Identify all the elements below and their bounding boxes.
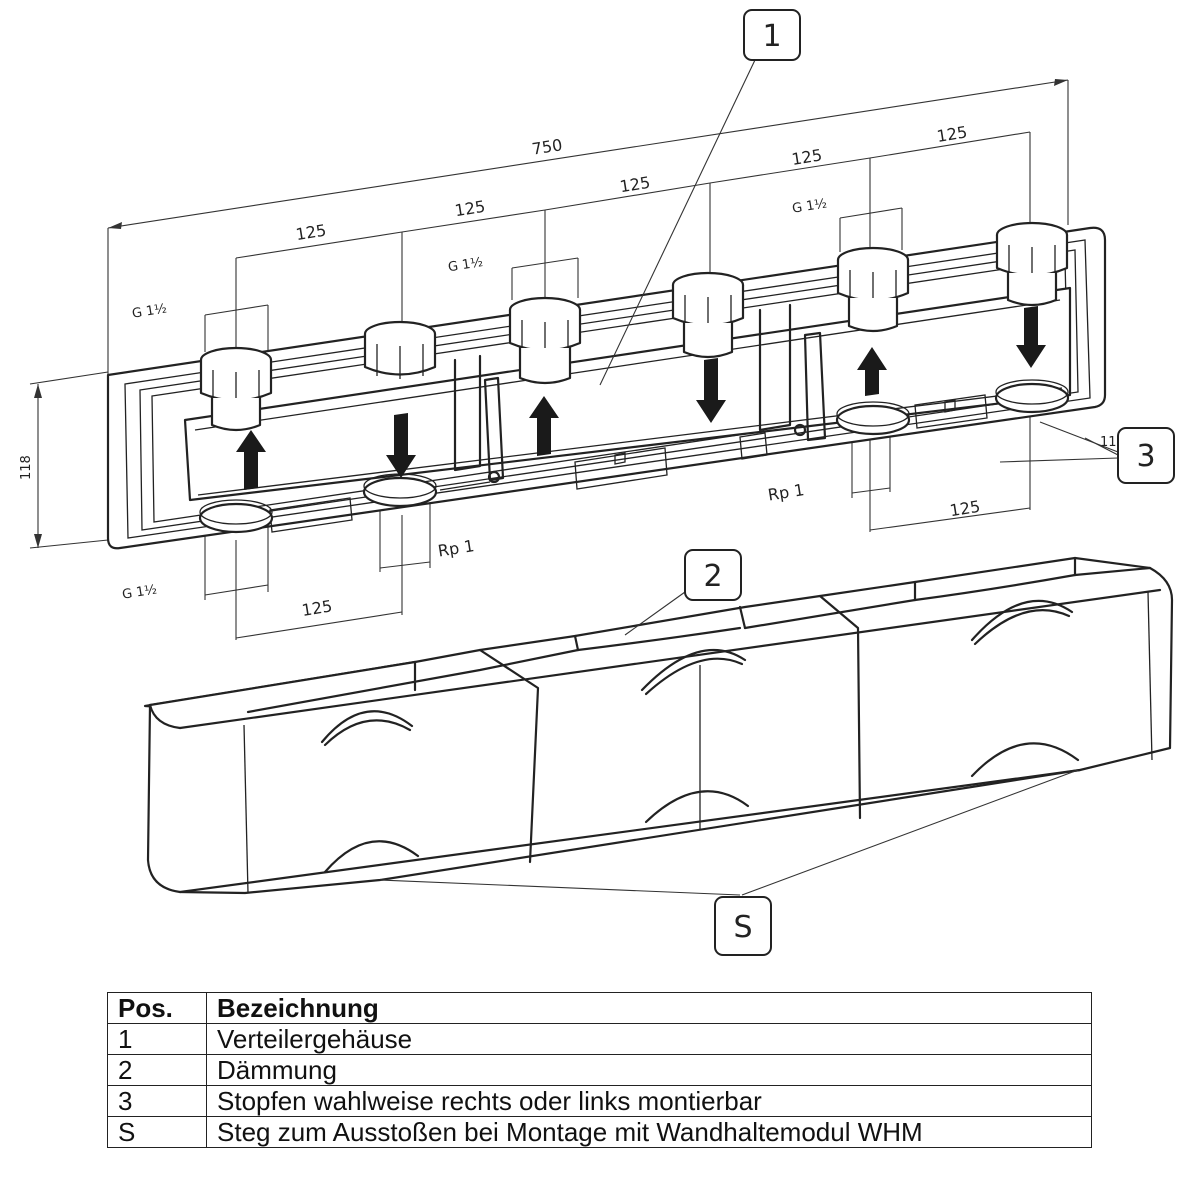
legend-row: 3 Stopfen wahlweise rechts oder links mo… (107, 1085, 1092, 1117)
dim-118: 118 (19, 455, 34, 480)
legend-row: 1 Verteilergehäuse (107, 1023, 1092, 1055)
dim-125-bottom-right: 125 (948, 497, 981, 521)
dim-125-c: 125 (618, 173, 651, 197)
callout-s: S (714, 896, 772, 956)
bottom-rings (198, 379, 1070, 534)
technical-drawing: 750 125 125 125 125 125 G 1½ G 1½ G 1½ G… (19, 9, 1175, 956)
callout-s-label: S (733, 910, 752, 945)
flow-arrows (236, 306, 1046, 490)
legend-header-pos: Pos. (107, 992, 207, 1024)
callout-leaders (379, 59, 1119, 896)
dim-rp-2: Rp 1 (766, 480, 805, 504)
dim-g-2: G 1½ (447, 255, 484, 275)
legend-table: Pos. Bezeichnung 1 Verteilergehäuse 2 Dä… (107, 992, 1092, 1148)
callout-2-label: 2 (703, 559, 722, 594)
arrow-up-1 (236, 430, 266, 490)
callout-1: 1 (743, 9, 801, 61)
legend-header-name: Bezeichnung (206, 992, 1092, 1024)
callout-1-label: 1 (762, 19, 781, 54)
dim-125-e: 125 (935, 122, 968, 146)
legend-pos: 3 (107, 1085, 207, 1117)
legend-row: 2 Dämmung (107, 1054, 1092, 1086)
dim-125-d: 125 (790, 145, 823, 169)
dim-125-bottom-left: 125 (300, 596, 333, 620)
arrow-down-3 (1016, 306, 1046, 368)
dim-g-4: G 1½ (121, 582, 158, 602)
arrow-up-2 (529, 396, 559, 456)
legend-name: Dämmung (206, 1054, 1092, 1086)
dim-g-3: G 1½ (791, 196, 828, 216)
legend-name: Verteilergehäuse (206, 1023, 1092, 1055)
legend-pos: 1 (107, 1023, 207, 1055)
legend-pos: 2 (107, 1054, 207, 1086)
callout-3: 3 (1117, 427, 1175, 484)
legend-row: S Steg zum Ausstoßen bei Montage mit Wan… (107, 1116, 1092, 1148)
insulation-shell (143, 556, 1174, 895)
legend-name: Steg zum Ausstoßen bei Montage mit Wandh… (206, 1116, 1092, 1148)
arrow-up-3 (857, 347, 887, 396)
legend-pos: S (107, 1116, 207, 1148)
legend-header-row: Pos. Bezeichnung (107, 992, 1092, 1024)
callout-2: 2 (684, 549, 742, 601)
arrow-down-2 (696, 358, 726, 423)
dim-g-1: G 1½ (131, 301, 168, 321)
arrow-down-1 (386, 413, 416, 478)
connection-nuts (199, 221, 1069, 432)
distributor-housing (106, 221, 1107, 550)
dim-125-a: 125 (294, 221, 327, 245)
dimension-lines (29, 79, 1069, 640)
dim-rp-1: Rp 1 (436, 536, 475, 560)
callout-3-label: 3 (1136, 439, 1155, 474)
dim-750: 750 (531, 135, 564, 159)
dim-125-b: 125 (453, 197, 486, 221)
legend-name: Stopfen wahlweise rechts oder links mont… (206, 1085, 1092, 1117)
